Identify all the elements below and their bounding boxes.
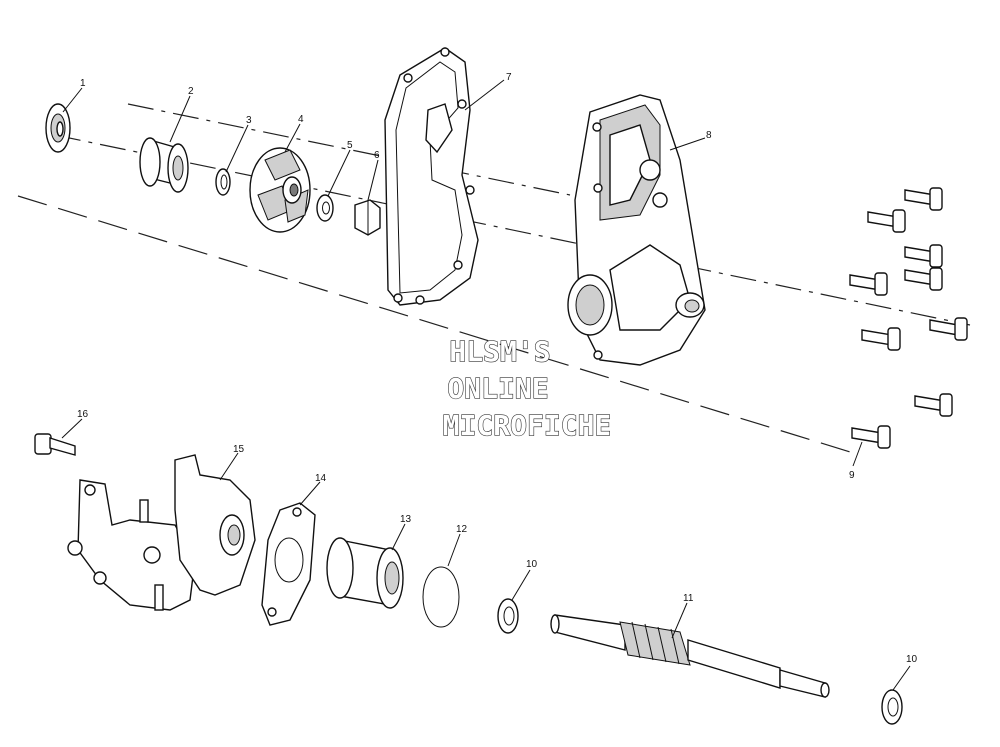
callout-9: 9: [849, 470, 855, 481]
callout-14: 14: [315, 473, 327, 484]
callout-12: 12: [456, 524, 468, 535]
callout-11: 11: [683, 593, 694, 604]
watermark-line-3: MICROFICHE: [443, 409, 612, 442]
part-washer: [316, 194, 334, 222]
part-cylinder: [326, 537, 404, 609]
callout-2: 2: [188, 86, 194, 97]
part-gasket: [384, 47, 479, 306]
watermark-line-2: ONLINE: [447, 372, 548, 405]
part-washer-10a: [497, 598, 519, 634]
watermark-line-1: HLSM'S: [449, 335, 550, 368]
part-nut: [354, 199, 381, 236]
callout-5: 5: [347, 140, 353, 151]
callout-6: 6: [374, 150, 380, 161]
part-small-gasket: [261, 502, 316, 626]
watermark: HLSM'S ONLINE MICROFICHE: [442, 334, 612, 442]
callout-10a: 10: [526, 559, 538, 570]
leader-lines: [61, 79, 911, 691]
part-washer-10b: [881, 689, 903, 725]
callout-16: 16: [77, 409, 89, 420]
part-o-ring: [422, 566, 460, 628]
callout-8: 8: [706, 130, 712, 141]
part-shaft-gear: [550, 614, 830, 698]
part-bolt-16: [34, 433, 76, 456]
callout-3: 3: [246, 115, 252, 126]
part-bolts: [849, 187, 968, 449]
callout-10b: 10: [906, 654, 918, 665]
assembly-axis-lines: [17, 103, 971, 456]
callout-labels: 1 2 3 4 5 6 7 8 9 10 10 11 12 13 14 15 1…: [77, 72, 918, 665]
callout-13: 13: [400, 514, 412, 525]
callout-15: 15: [233, 444, 245, 455]
callout-4: 4: [298, 114, 304, 125]
callout-1: 1: [80, 78, 86, 89]
part-pump-cover: [567, 94, 706, 366]
callout-7: 7: [506, 72, 512, 83]
part-oil-pump: [67, 454, 256, 611]
part-washer-small: [215, 168, 231, 196]
part-bearing: [139, 137, 189, 193]
part-impeller: [249, 147, 311, 233]
part-seal: [45, 103, 71, 153]
